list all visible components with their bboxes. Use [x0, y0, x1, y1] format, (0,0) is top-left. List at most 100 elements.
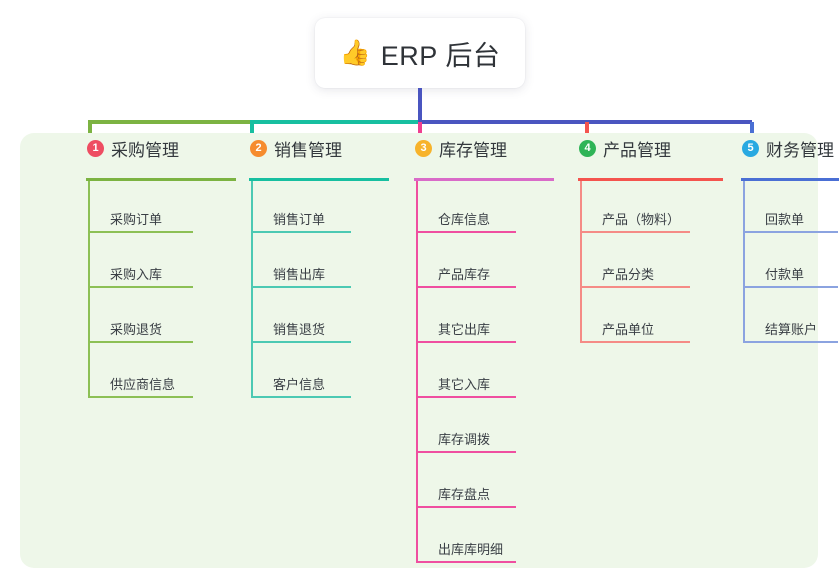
category-badge-1: 1: [87, 139, 104, 157]
menu-item-label: 回款单: [765, 212, 805, 227]
menu-item-underline: [88, 231, 193, 233]
menu-item[interactable]: 产品（物料）: [580, 203, 690, 233]
menu-item[interactable]: 回款单: [743, 203, 838, 233]
menu-item-underline: [416, 451, 516, 453]
menu-item-underline: [743, 341, 838, 343]
content-panel: [20, 133, 818, 568]
menu-item-label: 其它入库: [438, 377, 491, 392]
category-title: 销售管理: [274, 140, 342, 160]
menu-item-underline: [251, 286, 351, 288]
category-underline: [86, 178, 236, 181]
menu-item-label: 采购入库: [110, 267, 163, 282]
menu-item-underline: [416, 341, 516, 343]
category-badge-5: 5: [742, 139, 759, 157]
category-title: 产品管理: [603, 140, 671, 160]
category-underline: [414, 178, 554, 181]
menu-item[interactable]: 其它入库: [416, 368, 516, 398]
menu-item[interactable]: 出库库明细: [416, 533, 516, 563]
menu-item[interactable]: 库存盘点: [416, 478, 516, 508]
category-underline: [578, 178, 723, 181]
category-header-库存管理[interactable]: 3 库存管理: [396, 133, 507, 163]
menu-item-label: 出库库明细: [438, 542, 504, 557]
menu-item-underline: [88, 286, 193, 288]
thumbs-up-icon: 👍: [339, 38, 371, 67]
menu-item-underline: [251, 231, 351, 233]
category-underline: [741, 178, 839, 181]
menu-item-label: 仓库信息: [438, 212, 491, 227]
category-spine: [743, 181, 745, 343]
menu-item[interactable]: 采购退货: [88, 313, 193, 343]
menu-item-label: 客户信息: [273, 377, 326, 392]
menu-item-underline: [416, 231, 516, 233]
menu-item-label: 销售退货: [273, 322, 326, 337]
category-spine: [416, 181, 418, 563]
menu-item[interactable]: 销售退货: [251, 313, 351, 343]
category-column-产品管理: 4 产品管理产品（物料） 产品分类产品单位: [560, 133, 723, 343]
menu-item-underline: [251, 396, 351, 398]
menu-item-underline: [88, 341, 193, 343]
root-node-card[interactable]: 👍 ERP 后台: [315, 18, 525, 88]
menu-item[interactable]: 其它出库: [416, 313, 516, 343]
category-badge-3: 3: [415, 139, 432, 157]
category-underline: [249, 178, 389, 181]
category-spine: [88, 181, 90, 398]
menu-item[interactable]: 供应商信息: [88, 368, 193, 398]
menu-item-label: 付款单: [765, 267, 805, 282]
category-spine: [251, 181, 253, 398]
menu-item-underline: [251, 341, 351, 343]
menu-item-underline: [743, 286, 838, 288]
menu-item-underline: [743, 231, 838, 233]
menu-item[interactable]: 产品分类: [580, 258, 690, 288]
menu-item[interactable]: 采购订单: [88, 203, 193, 233]
menu-item[interactable]: 仓库信息: [416, 203, 516, 233]
category-badge-2: 2: [250, 139, 267, 157]
menu-item[interactable]: 销售出库: [251, 258, 351, 288]
menu-item-underline: [580, 341, 690, 343]
category-header-销售管理[interactable]: 2 销售管理: [231, 133, 342, 163]
menu-item[interactable]: 结算账户: [743, 313, 838, 343]
category-spine: [580, 181, 582, 343]
menu-item-label: 销售出库: [273, 267, 326, 282]
trunk-connector: [418, 88, 422, 124]
category-badge-4: 4: [579, 139, 596, 157]
menu-item-label: 采购订单: [110, 212, 163, 227]
category-column-库存管理: 3 库存管理仓库信息产品库存其它出库其它入库库存调拨库存盘点出库库明细: [396, 133, 554, 563]
category-header-产品管理[interactable]: 4 产品管理: [560, 133, 671, 163]
menu-item[interactable]: 产品单位: [580, 313, 690, 343]
menu-item-underline: [580, 231, 690, 233]
connector-segment-1: [88, 120, 252, 124]
menu-item-underline: [416, 286, 516, 288]
menu-item-label: 库存调拨: [438, 432, 491, 447]
menu-item-label: 采购退货: [110, 322, 163, 337]
category-title: 财务管理: [766, 140, 834, 160]
root-node-title: ERP 后台: [380, 40, 501, 71]
menu-item-label: 其它出库: [438, 322, 491, 337]
connector-segment-2: [250, 120, 420, 124]
menu-item-underline: [416, 561, 516, 563]
category-header-财务管理[interactable]: 5 财务管理: [723, 133, 834, 163]
menu-item[interactable]: 产品库存: [416, 258, 516, 288]
category-column-财务管理: 5 财务管理回款单付款单结算账户: [723, 133, 839, 343]
menu-item-label: 产品单位: [602, 322, 655, 337]
menu-item[interactable]: 客户信息: [251, 368, 351, 398]
menu-item-label: 销售订单: [273, 212, 326, 227]
menu-item-label: 供应商信息: [110, 377, 176, 392]
menu-item-label: 库存盘点: [438, 487, 491, 502]
category-title: 库存管理: [439, 140, 507, 160]
menu-item[interactable]: 销售订单: [251, 203, 351, 233]
menu-item[interactable]: 采购入库: [88, 258, 193, 288]
menu-item-label: 产品（物料）: [602, 212, 681, 227]
menu-item-label: 产品库存: [438, 267, 491, 282]
menu-item-underline: [416, 506, 516, 508]
category-column-销售管理: 2 销售管理销售订单销售出库销售退货客户信息: [231, 133, 389, 398]
menu-item[interactable]: 付款单: [743, 258, 838, 288]
menu-item-label: 产品分类: [602, 267, 655, 282]
menu-item-underline: [416, 396, 516, 398]
menu-item-underline: [88, 396, 193, 398]
menu-item-underline: [580, 286, 690, 288]
menu-item[interactable]: 库存调拨: [416, 423, 516, 453]
menu-item-label: 结算账户: [765, 322, 818, 337]
